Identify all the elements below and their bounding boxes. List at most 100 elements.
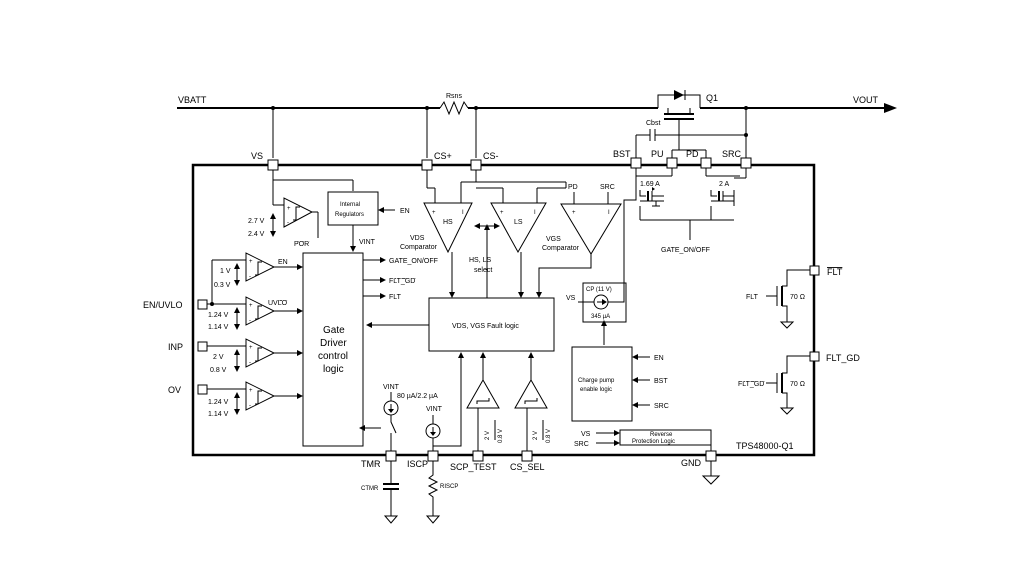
vbatt-label: VBATT xyxy=(178,95,207,105)
inp-comparator xyxy=(245,338,276,368)
hs-label: HS xyxy=(443,219,453,226)
top-pins: VS CS+ CS- BST PU PD SRC xyxy=(251,108,752,171)
hs-ls-select: HS, LS xyxy=(469,257,492,264)
pd-current: 2 A xyxy=(719,181,729,188)
en-uvlo-comparators: + - EN 1 V 0.3 V + - UVLO 1.24 V 1.14 V … xyxy=(143,252,303,331)
uvlo-comparator xyxy=(245,296,276,326)
uvlo-lo: 1.14 V xyxy=(208,324,229,331)
ov-comparator-group: OV + - 1.24 V 1.14 V xyxy=(168,381,303,418)
svg-text:-: - xyxy=(249,274,251,280)
scp-lo: 0.8 V xyxy=(498,429,504,443)
cs-sel-comparator xyxy=(514,378,548,409)
scp-test-comparator xyxy=(466,378,500,409)
en-hi: 1 V xyxy=(220,268,231,275)
cs-lo: 0.8 V xyxy=(546,429,552,443)
svg-text:Comparator: Comparator xyxy=(400,244,438,251)
cp-bst-label: BST xyxy=(654,378,668,385)
rp-vs-label: VS xyxy=(581,431,591,438)
ov-lo: 1.14 V xyxy=(208,411,229,418)
svg-text:I: I xyxy=(462,210,464,216)
svg-text:enable logic: enable logic xyxy=(580,387,612,393)
ls-comparator xyxy=(490,202,547,254)
pin-flt-gd xyxy=(809,351,820,362)
vout-label: VOUT xyxy=(853,95,879,105)
svg-text:+: + xyxy=(572,210,576,216)
pin-flt xyxy=(809,265,820,276)
pin-pu-label: PU xyxy=(651,149,664,159)
svg-text:+: + xyxy=(432,210,436,216)
flt-output-stage: FLT FLT 70 Ω FLT_GD FLT_GD 70 Ω xyxy=(738,265,860,415)
svg-text:Reverse: Reverse xyxy=(650,432,673,438)
tmr-source-label: 80 µA/2.2 µA xyxy=(397,393,438,400)
flt-drive-label: FLT xyxy=(746,294,759,301)
svg-text:control: control xyxy=(318,351,348,362)
inp-comparator-group: INP + - 2 V 0.8 V xyxy=(168,338,303,374)
en-comparator xyxy=(245,252,276,282)
vds-comp-label: VDS xyxy=(410,235,425,242)
ctmr-label: CTMR xyxy=(361,486,379,492)
por-hi: 2.7 V xyxy=(248,218,265,225)
pin-tmr-label: TMR xyxy=(361,459,381,469)
cp-label: CP (11 V) xyxy=(586,287,612,293)
pin-ov xyxy=(197,384,208,395)
inp-lo: 0.8 V xyxy=(210,367,227,374)
pin-bst xyxy=(630,157,642,169)
cp-vs-label: VS xyxy=(566,295,576,302)
rp-src-label: SRC xyxy=(574,441,589,448)
fault-logic-block xyxy=(428,297,555,352)
gate-wiring: Cbst xyxy=(635,108,748,158)
pin-src-label: SRC xyxy=(722,149,742,159)
reg-en-label: EN xyxy=(400,208,410,215)
pu-current: 1.69 A xyxy=(640,181,660,188)
svg-text:Internal: Internal xyxy=(340,202,360,208)
pin-en-uvlo-label: EN/UVLO xyxy=(143,300,183,310)
reverse-protection-inputs: VS SRC xyxy=(574,430,712,452)
pin-inp-label: INP xyxy=(168,342,183,352)
pin-scp-test-label: SCP_TEST xyxy=(450,462,497,472)
gate-driver-block xyxy=(302,252,364,447)
por-lo: 2.4 V xyxy=(248,231,265,238)
cp-current: 345 µA xyxy=(591,314,610,320)
svg-text:Charge pump: Charge pump xyxy=(578,378,615,384)
svg-text:select: select xyxy=(474,267,492,274)
svg-text:+: + xyxy=(287,206,291,212)
ground-icon xyxy=(779,321,795,329)
r-fltgd: 70 Ω xyxy=(790,381,805,388)
svg-text:Protection Logic: Protection Logic xyxy=(632,439,675,445)
pin-en-uvlo xyxy=(197,299,208,310)
ic-outline xyxy=(191,163,816,457)
en-lo: 0.3 V xyxy=(214,282,231,289)
pin-cs-plus-label: CS+ xyxy=(434,151,452,161)
ground-icon xyxy=(425,515,441,524)
pin-iscp-label: ISCP xyxy=(407,459,428,469)
scp-hi: 2 V xyxy=(485,431,491,440)
gate-driver-outputs: GATE_ON/OFF FLT_GD FLT xyxy=(363,257,438,301)
riscp-label: RISCP xyxy=(440,484,458,490)
svg-text:+: + xyxy=(249,345,253,351)
svg-text:+: + xyxy=(500,210,504,216)
cp-en-label: EN xyxy=(654,355,664,362)
cp-enable-inputs: EN BST SRC xyxy=(632,354,669,410)
rsns-label: Rsns xyxy=(446,93,462,100)
r-flt: 70 Ω xyxy=(790,294,805,301)
pin-ov-label: OV xyxy=(168,385,181,395)
diode-icon xyxy=(674,90,684,100)
power-rail: VBATT VOUT Rsns xyxy=(177,93,897,116)
vgs-comp-label: VGS xyxy=(546,236,561,243)
pin-flt-label: FLT xyxy=(827,267,843,277)
pin-gnd xyxy=(705,450,717,462)
svg-text:-: - xyxy=(249,318,251,324)
vint-label: VINT xyxy=(359,239,376,246)
vgs-comparator-group: PD SRC + I VGS Comparator xyxy=(536,184,622,298)
cp-src-label: SRC xyxy=(654,403,669,410)
gate-on-off-bottom: GATE_ON/OFF xyxy=(661,247,710,254)
uvlo-hi: 1.24 V xyxy=(208,312,229,319)
inp-hi: 2 V xyxy=(213,354,224,361)
por-comparator xyxy=(283,197,314,228)
pin-cs-sel-label: CS_SEL xyxy=(510,462,545,472)
cs-hi: 2 V xyxy=(533,431,539,440)
tmr-vint: VINT xyxy=(383,384,400,391)
pin-flt-gd-label: FLT_GD xyxy=(826,353,860,363)
svg-text:I: I xyxy=(534,210,536,216)
pin-gnd-label: GND xyxy=(681,458,702,468)
